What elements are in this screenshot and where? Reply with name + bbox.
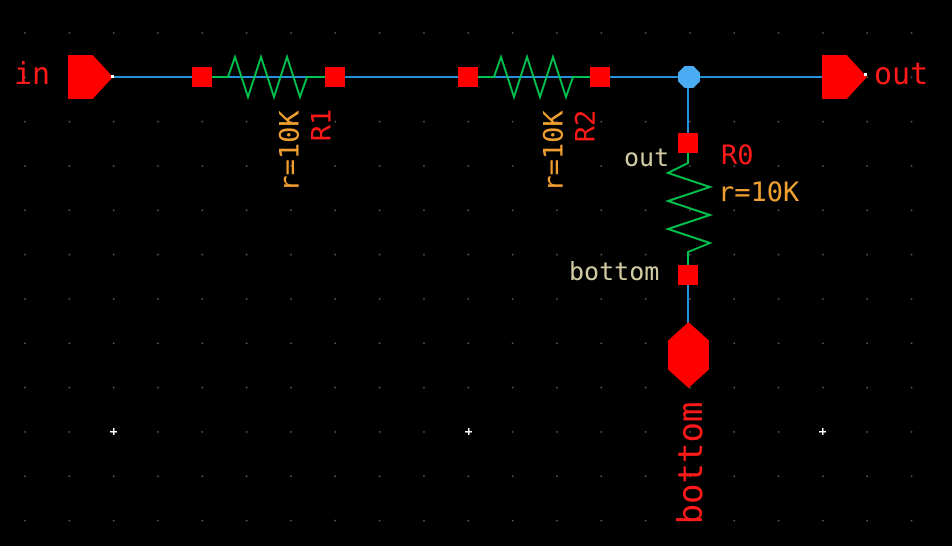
r1-terminal-right[interactable] <box>325 67 345 87</box>
grid-major-marker <box>465 428 472 435</box>
r2-terminal-right[interactable] <box>590 67 610 87</box>
pin-out-label[interactable]: out <box>874 57 929 92</box>
wire-junction-to-r0[interactable] <box>687 78 689 134</box>
grid-major-marker <box>110 428 117 435</box>
pin-in-connection-point <box>111 75 114 78</box>
r2-terminal-left[interactable] <box>458 67 478 87</box>
pin-out-connection-point <box>864 73 867 76</box>
r0-terminal-bottom[interactable] <box>678 265 698 285</box>
r1-param-label[interactable]: r=10K <box>274 110 306 192</box>
r0-param-label[interactable]: r=10K <box>718 177 800 208</box>
wire-junction-dot[interactable] <box>678 66 700 88</box>
net-label-out[interactable]: out <box>624 143 670 172</box>
grid-major-marker <box>819 428 826 435</box>
r0-terminal-top[interactable] <box>678 133 698 153</box>
r0-instance-label[interactable]: R0 <box>721 140 754 171</box>
pin-bottom-label[interactable]: bottom <box>671 401 711 525</box>
r2-instance-label[interactable]: R2 <box>570 109 602 143</box>
wire-r0-to-bottom-pin[interactable] <box>687 284 689 324</box>
resistor-r0-zigzag[interactable] <box>664 153 714 265</box>
resistor-r2-zigzag[interactable] <box>478 53 591 101</box>
r1-terminal-left[interactable] <box>192 67 212 87</box>
net-label-bottom[interactable]: bottom <box>569 257 660 286</box>
r1-instance-label[interactable]: R1 <box>306 108 338 142</box>
resistor-r1-zigzag[interactable] <box>212 53 325 101</box>
r2-param-label[interactable]: r=10K <box>538 110 570 192</box>
pin-in-label[interactable]: in <box>14 57 51 92</box>
